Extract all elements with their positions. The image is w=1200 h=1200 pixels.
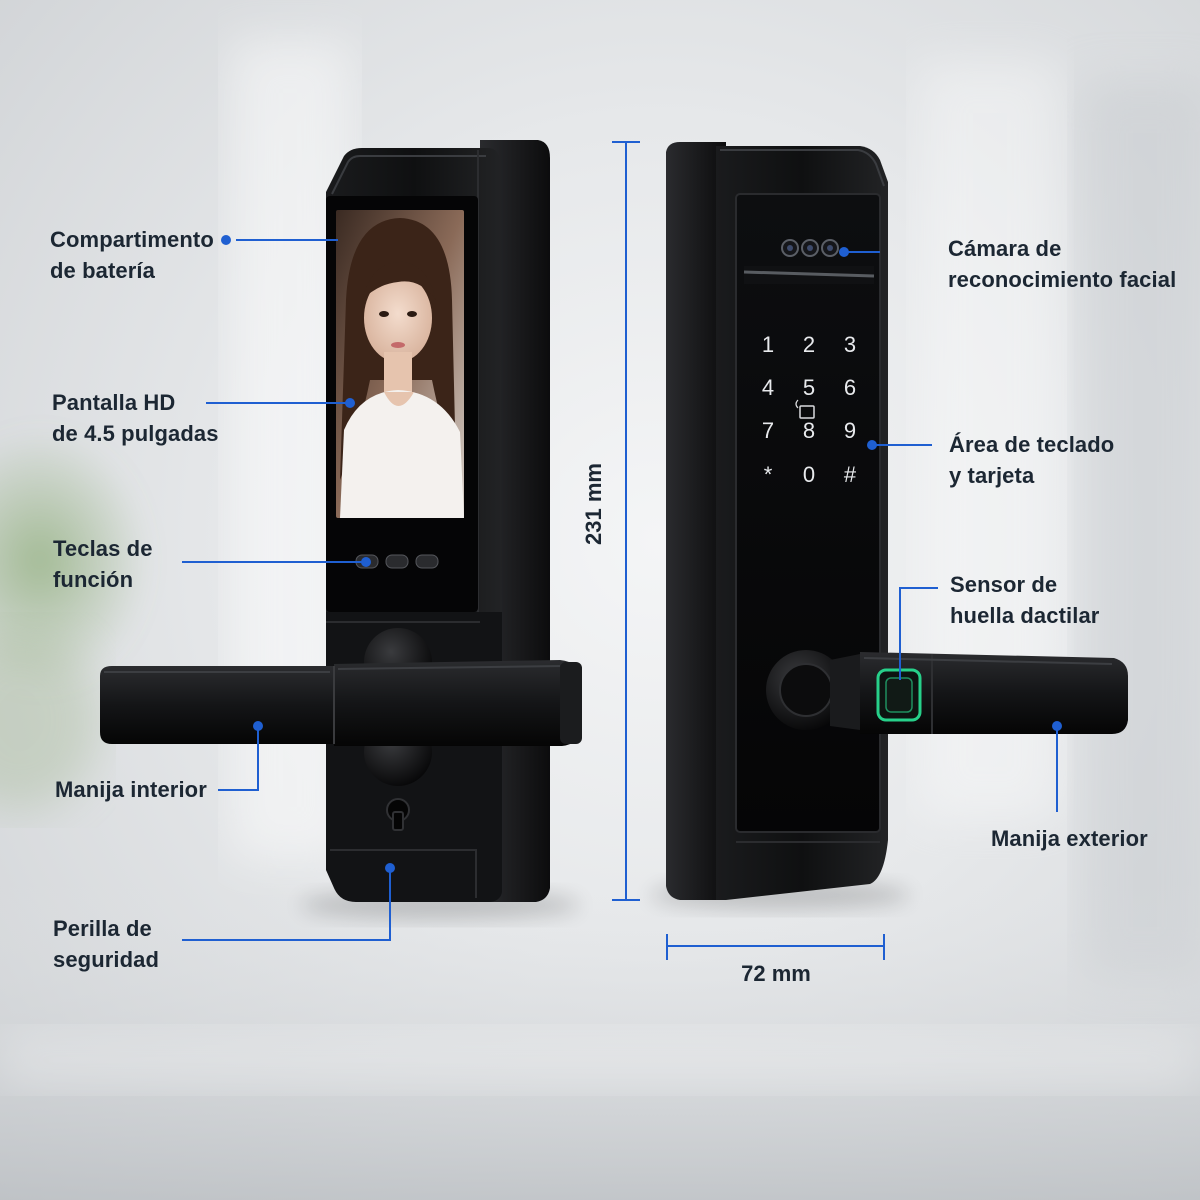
outer-handle (830, 652, 1128, 734)
width-dimension-line (666, 934, 885, 960)
face-recognition-camera (743, 239, 875, 284)
keypad-area: 1 2 3 4 5 6 7 8 9 * 0 # (762, 332, 857, 487)
battery-compartment-label: Compartimento de batería (50, 227, 214, 283)
keypad-key: * (764, 462, 773, 487)
inner-lock-unit (100, 140, 582, 902)
keypad-key: 5 (803, 375, 815, 400)
keypad-key: 3 (844, 332, 856, 357)
keypad-key: 7 (762, 418, 774, 443)
keypad-label: Área de teclado y tarjeta (949, 432, 1115, 488)
inner-handle-label: Manija interior (55, 777, 207, 802)
keypad-key: 8 (803, 418, 815, 443)
keypad-key: 1 (762, 332, 774, 357)
card-reader-icon (795, 399, 815, 419)
keypad-key: 6 (844, 375, 856, 400)
fingerprint-label: Sensor de huella dactilar (950, 572, 1100, 628)
safety-knob (386, 798, 410, 831)
callout-dots (221, 235, 1062, 873)
width-dimension-label: 72 mm (741, 961, 811, 986)
height-dimension-label: 231 mm (581, 463, 606, 545)
keypad-key: 2 (803, 332, 815, 357)
outer-handle-label: Manija exterior (991, 826, 1148, 851)
camera-label: Cámara de reconocimiento facial (948, 236, 1177, 292)
function-keys-label: Teclas de función (53, 536, 153, 592)
outer-lock-unit: 1 2 3 4 5 6 7 8 9 * 0 # (666, 142, 1128, 900)
hd-display-screen (336, 210, 464, 518)
keypad-key: # (844, 462, 857, 487)
keypad-key: 9 (844, 418, 856, 443)
keypad-key: 4 (762, 375, 774, 400)
callout-lines (182, 239, 1058, 941)
inner-handle (100, 660, 582, 746)
keypad-key: 0 (803, 462, 815, 487)
height-dimension-line (612, 141, 640, 901)
safety-knob-label: Perilla de seguridad (53, 916, 160, 972)
hd-screen-label: Pantalla HD de 4.5 pulgadas (52, 390, 219, 446)
